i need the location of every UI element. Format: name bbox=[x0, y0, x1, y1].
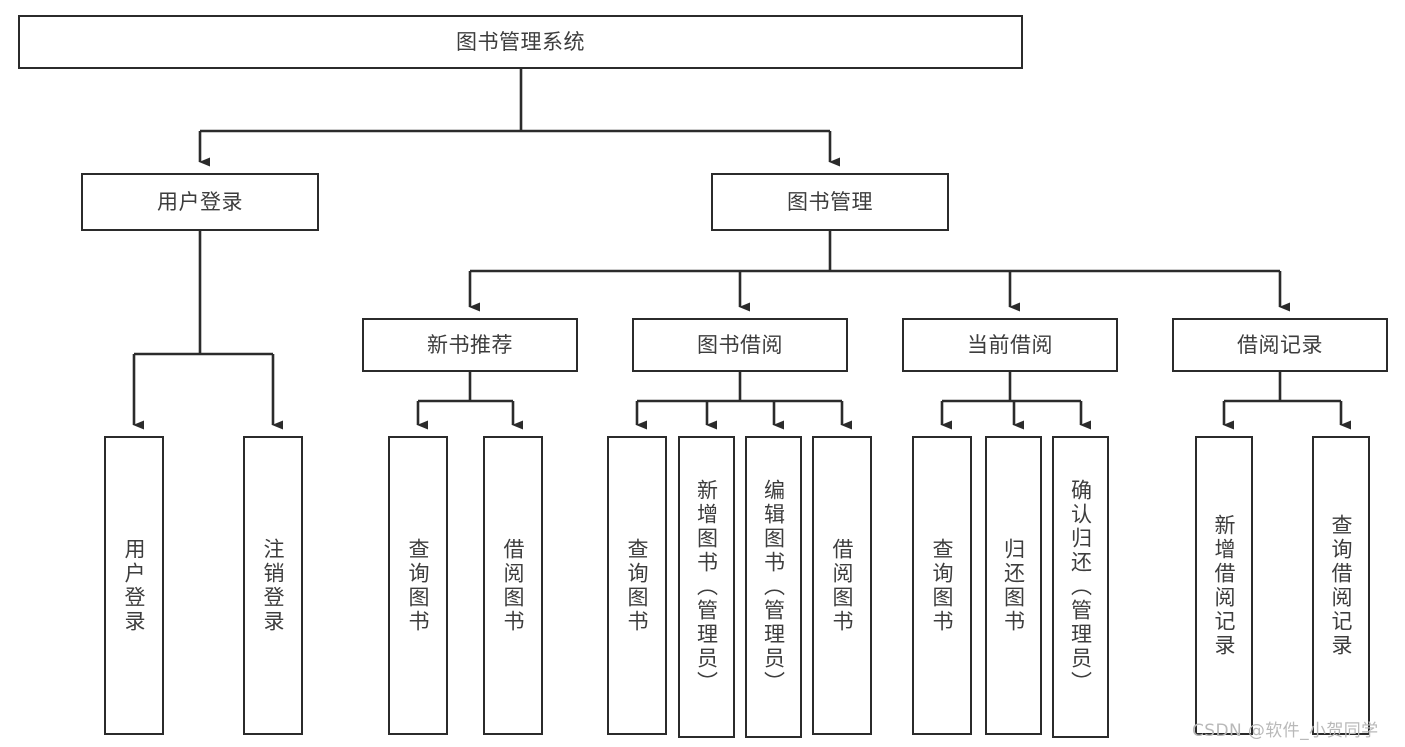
node-borrow-record[interactable]: 借阅记录 bbox=[1172, 318, 1388, 372]
leaf-confirm-return-admin-label: 确认归还（管理员） bbox=[1068, 479, 1093, 695]
leaf-return-book-label: 归还图书 bbox=[1001, 537, 1026, 634]
node-new-book-recommend[interactable]: 新书推荐 bbox=[362, 318, 578, 372]
leaf-query-borrow-record[interactable]: 查询借阅记录 bbox=[1312, 436, 1370, 735]
leaf-add-borrow-record[interactable]: 新增借阅记录 bbox=[1195, 436, 1253, 735]
node-user-login[interactable]: 用户登录 bbox=[81, 173, 319, 231]
node-book-management-label: 图书管理 bbox=[787, 189, 873, 214]
node-user-login-label: 用户登录 bbox=[157, 189, 243, 214]
leaf-add-book-admin-label: 新增图书（管理员） bbox=[694, 479, 719, 695]
leaf-borrow-book[interactable]: 借阅图书 bbox=[812, 436, 872, 735]
leaf-user-login-label: 用户登录 bbox=[122, 537, 147, 634]
watermark: CSDN @软件_小贺同学 bbox=[1192, 721, 1379, 741]
node-root-label: 图书管理系统 bbox=[456, 29, 585, 54]
leaf-query-book-current-label: 查询图书 bbox=[930, 537, 955, 634]
leaf-edit-book-admin[interactable]: 编辑图书（管理员） bbox=[745, 436, 802, 738]
node-root[interactable]: 图书管理系统 bbox=[18, 15, 1023, 69]
leaf-confirm-return-admin[interactable]: 确认归还（管理员） bbox=[1052, 436, 1109, 738]
node-current-borrow[interactable]: 当前借阅 bbox=[902, 318, 1118, 372]
leaf-query-book-current[interactable]: 查询图书 bbox=[912, 436, 972, 735]
node-book-borrow[interactable]: 图书借阅 bbox=[632, 318, 848, 372]
leaf-query-book[interactable]: 查询图书 bbox=[607, 436, 667, 735]
leaf-user-login[interactable]: 用户登录 bbox=[104, 436, 164, 735]
node-book-management[interactable]: 图书管理 bbox=[711, 173, 949, 231]
node-current-borrow-label: 当前借阅 bbox=[967, 332, 1053, 357]
leaf-query-book-new[interactable]: 查询图书 bbox=[388, 436, 448, 735]
leaf-query-book-label: 查询图书 bbox=[625, 537, 650, 634]
leaf-logout-label: 注销登录 bbox=[261, 537, 286, 634]
leaf-add-book-admin[interactable]: 新增图书（管理员） bbox=[678, 436, 735, 738]
node-book-borrow-label: 图书借阅 bbox=[697, 332, 783, 357]
node-new-book-recommend-label: 新书推荐 bbox=[427, 332, 513, 357]
leaf-query-book-new-label: 查询图书 bbox=[406, 537, 431, 634]
leaf-return-book[interactable]: 归还图书 bbox=[985, 436, 1042, 735]
leaf-edit-book-admin-label: 编辑图书（管理员） bbox=[761, 479, 786, 695]
leaf-borrow-book-label: 借阅图书 bbox=[830, 537, 855, 634]
node-borrow-record-label: 借阅记录 bbox=[1237, 332, 1323, 357]
leaf-query-borrow-record-label: 查询借阅记录 bbox=[1329, 513, 1354, 658]
leaf-borrow-book-new-label: 借阅图书 bbox=[501, 537, 526, 634]
leaf-logout[interactable]: 注销登录 bbox=[243, 436, 303, 735]
leaf-add-borrow-record-label: 新增借阅记录 bbox=[1212, 513, 1237, 658]
leaf-borrow-book-new[interactable]: 借阅图书 bbox=[483, 436, 543, 735]
